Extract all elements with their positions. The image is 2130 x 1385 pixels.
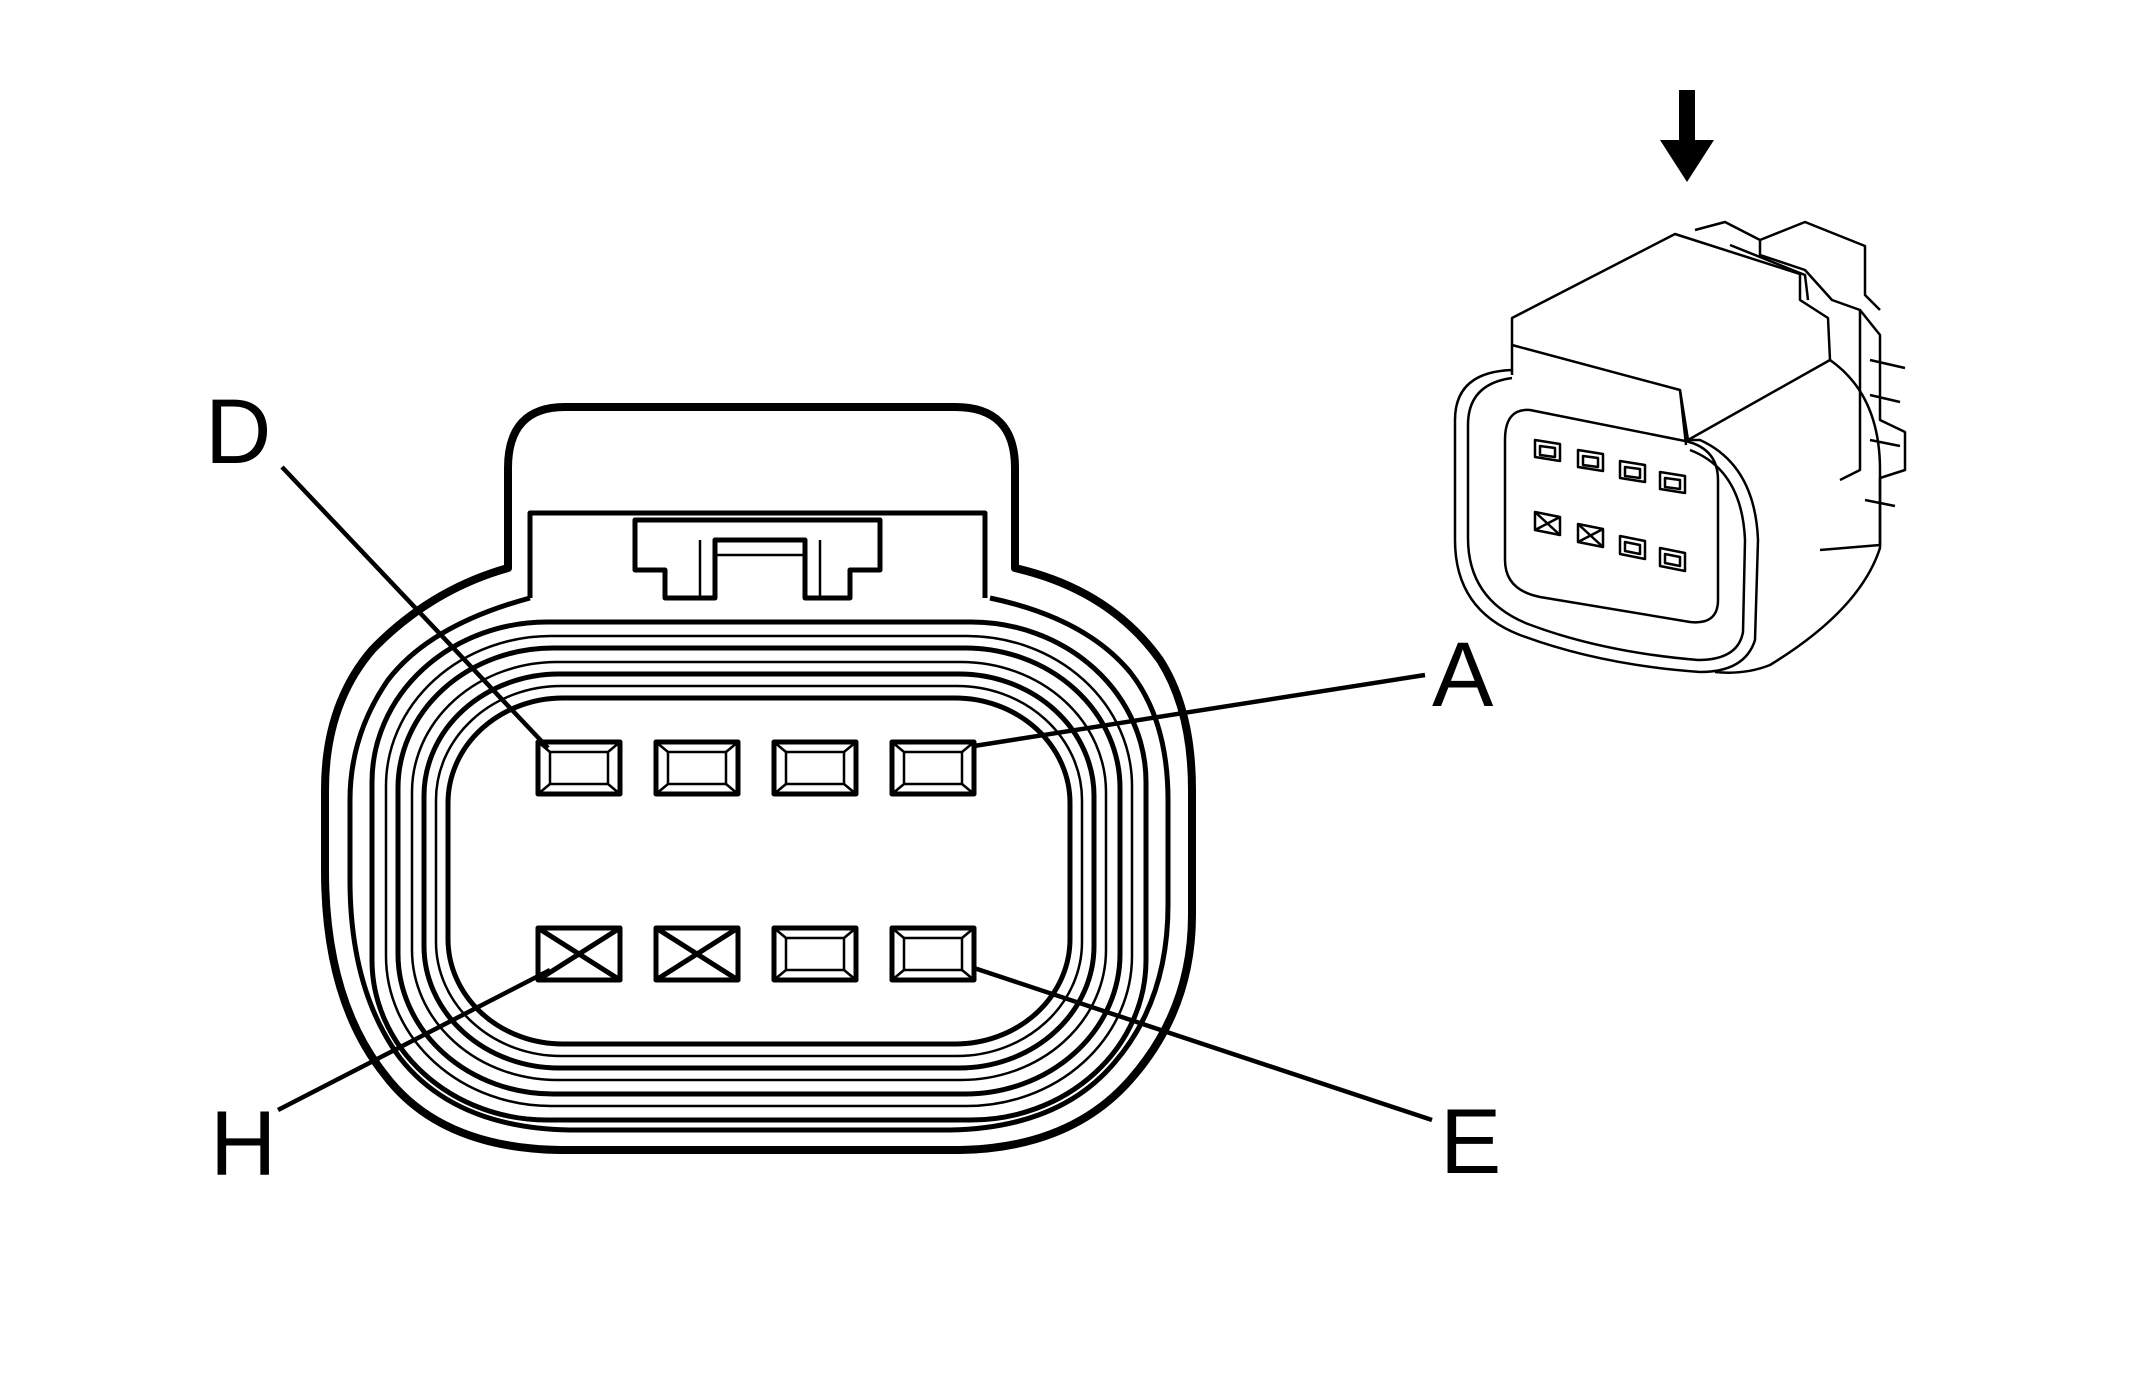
connector-inner-face <box>1503 408 1720 624</box>
connector-shroud-right <box>1714 358 1882 674</box>
cavity-plugged <box>653 925 741 983</box>
cavity-open <box>771 925 859 983</box>
cavity-open <box>771 739 859 797</box>
latch-detail <box>632 517 883 601</box>
connector-housing-band <box>347 595 1171 1133</box>
iso-cavity-plugged <box>1576 522 1605 549</box>
latch-lid-edge <box>1510 345 1688 446</box>
iso-cavity-open <box>1533 438 1562 463</box>
iso-cavity-open <box>1618 534 1647 561</box>
connector-latch-top <box>1510 232 1832 442</box>
seal-rings <box>369 619 1149 1123</box>
iso-cavity-open <box>1576 448 1605 473</box>
connector-face-view: D A H E <box>205 381 1501 1195</box>
pin-label-d: D <box>205 381 271 483</box>
iso-cavity-open <box>1658 546 1687 573</box>
leader-line-h <box>276 967 552 1113</box>
cavity-open <box>889 925 977 983</box>
leader-line-a <box>973 672 1426 749</box>
connector-isometric-view <box>1453 90 1907 674</box>
cavity-row-bottom <box>535 925 977 983</box>
cavity-open <box>889 739 977 797</box>
cavity-plugged <box>535 925 623 983</box>
cavity-open <box>535 739 623 797</box>
iso-cavity-open <box>1618 459 1647 484</box>
pin-label-a: A <box>1432 624 1494 726</box>
cavity-open <box>653 739 741 797</box>
leader-line-e <box>973 965 1433 1123</box>
latch-window <box>527 510 988 598</box>
pin-label-e: E <box>1440 1091 1501 1193</box>
iso-cavity-row-bottom <box>1533 510 1687 573</box>
iso-cavity-open <box>1658 470 1687 495</box>
iso-cavity-row-top <box>1533 438 1687 495</box>
connector-body-back <box>1694 220 1907 552</box>
cavity-row-top <box>535 739 977 797</box>
pin-label-h: H <box>210 1093 276 1195</box>
iso-cavity-plugged <box>1533 510 1562 537</box>
connector-housing-outline <box>321 403 1196 1154</box>
leader-line-d <box>280 465 550 750</box>
connector-front-shroud <box>1453 368 1760 674</box>
down-arrow-icon <box>1660 90 1714 182</box>
